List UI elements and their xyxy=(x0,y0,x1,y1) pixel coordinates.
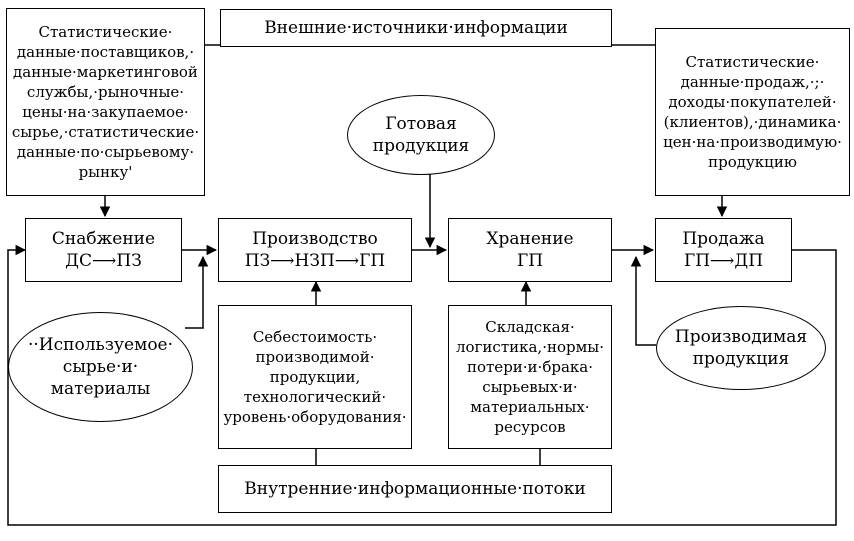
external-sources-box: Внешние·источники·информации xyxy=(220,9,612,47)
sales-label: Продажа ГП⟶ДП xyxy=(682,229,765,271)
raw-materials-label: ··Используемое· сырье·и· материалы xyxy=(27,335,174,399)
internal-flows-label: Внутренние·информационные·потоки xyxy=(244,479,586,499)
raw-materials-oval: ··Используемое· сырье·и· материалы xyxy=(8,312,193,422)
warehouse-box: Складская· логистика,·нормы· потери·и·бр… xyxy=(448,305,612,449)
cost-label: Себестоимость· производимой· продукции, … xyxy=(223,328,407,426)
internal-flows-box: Внутренние·информационные·потоки xyxy=(218,465,612,513)
finished-goods-label: Готовая продукция xyxy=(372,114,470,156)
external-sources-label: Внешние·источники·информации xyxy=(264,18,568,38)
finished-goods-oval: Готовая продукция xyxy=(347,95,495,175)
produced-oval: Производимая продукция xyxy=(656,306,826,390)
supplier-stats-box: Статистические· данные·поставщиков,· дан… xyxy=(6,8,205,196)
supply-label: Снабжение ДС⟶ПЗ xyxy=(51,229,156,271)
production-label: Производство ПЗ⟶НЗП⟶ГП xyxy=(244,229,386,271)
sales-stats-label: Статистические· данные·продаж,·;· доходы… xyxy=(663,53,842,171)
cost-box: Себестоимость· производимой· продукции, … xyxy=(218,305,412,449)
storage-label: Хранение ГП xyxy=(486,229,574,271)
arrow-feedback-loop xyxy=(7,244,837,526)
sales-stats-box: Статистические· данные·продаж,·;· доходы… xyxy=(655,28,850,196)
sales-box: Продажа ГП⟶ДП xyxy=(655,218,792,282)
arrow-raw-to-production xyxy=(185,255,209,329)
production-box: Производство ПЗ⟶НЗП⟶ГП xyxy=(218,218,412,282)
warehouse-label: Складская· логистика,·нормы· потери·и·бр… xyxy=(456,318,604,436)
storage-box: Хранение ГП xyxy=(448,218,612,282)
arrow-produced-to-sales xyxy=(630,255,656,346)
produced-label: Производимая продукция xyxy=(674,327,808,369)
supplier-stats-label: Статистические· данные·поставщиков,· дан… xyxy=(11,23,200,181)
supply-box: Снабжение ДС⟶ПЗ xyxy=(25,218,182,282)
